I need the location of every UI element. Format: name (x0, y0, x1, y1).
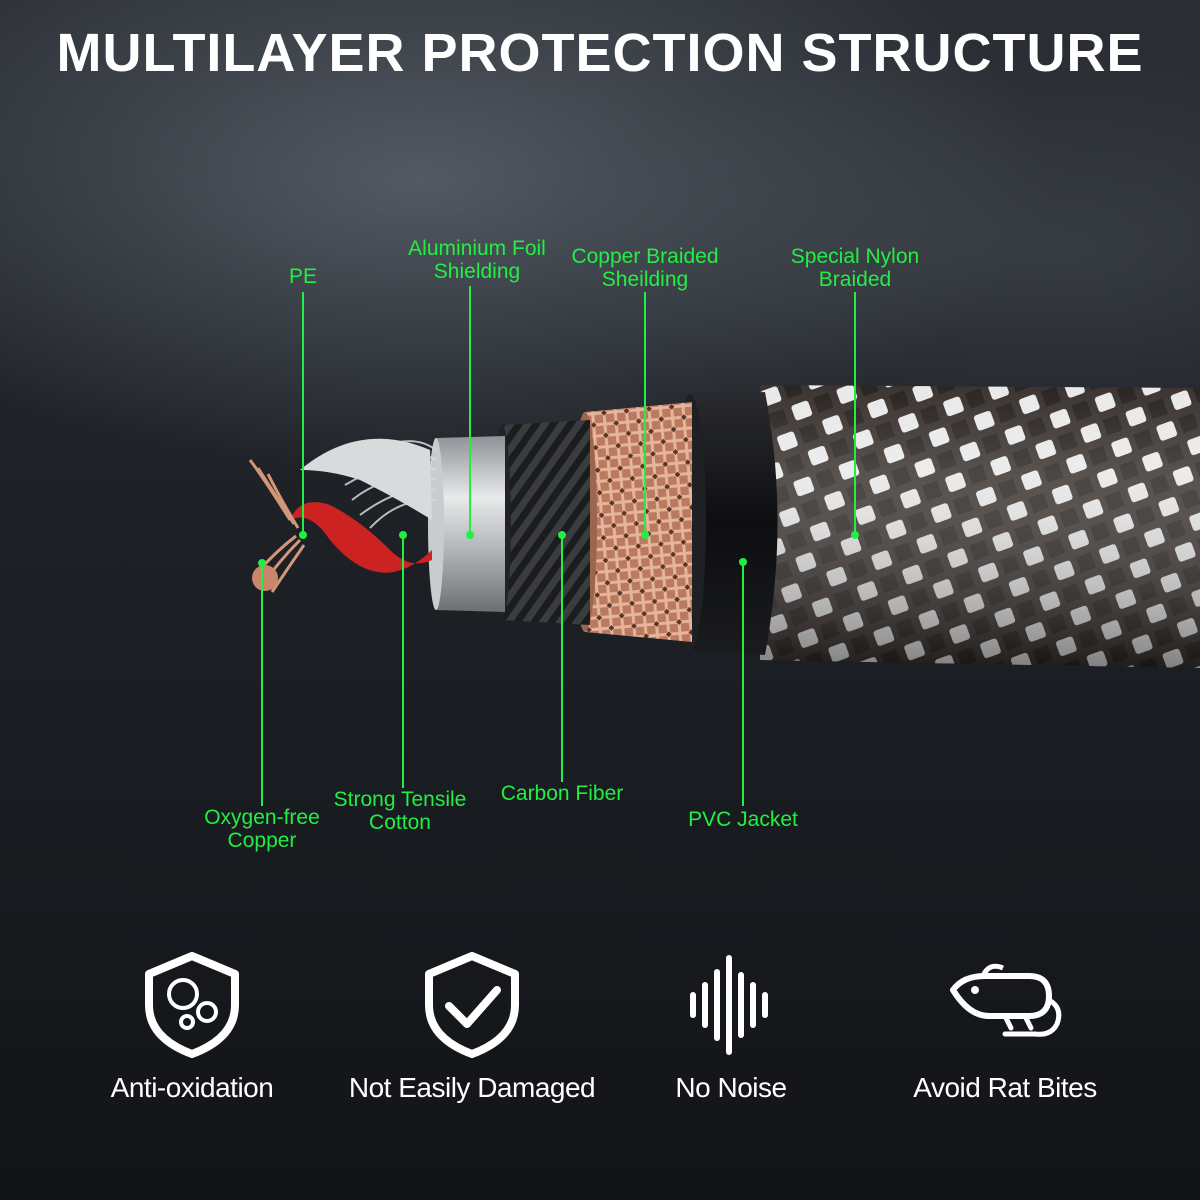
nylon-braid-layer (760, 385, 1200, 668)
feature-no-noise: No Noise (601, 950, 861, 1104)
feature-avoid-rat-bites: Avoid Rat Bites (875, 950, 1135, 1104)
copper-core-end (252, 565, 278, 591)
page-title: MULTILAYER PROTECTION STRUCTURE (56, 23, 1144, 83)
feature-not-easily-damaged: Not Easily Damaged (342, 950, 602, 1104)
shield-check-icon (425, 952, 519, 1058)
white-conductor (300, 438, 432, 520)
aluminium-foil-layer (428, 436, 505, 612)
feature-label: Not Easily Damaged (348, 1072, 596, 1103)
feature-anti-oxidation: Anti-oxidation (62, 950, 322, 1104)
rat-icon (950, 963, 1062, 1037)
sound-wave-icon (690, 955, 768, 1055)
feature-label: No Noise (675, 1072, 787, 1103)
callout-dots (258, 531, 859, 567)
feature-label: Anti-oxidation (110, 1072, 274, 1103)
callout-pvc-jacket: PVC Jacket (688, 808, 798, 831)
feature-label: Avoid Rat Bites (913, 1072, 1097, 1103)
copper-braid-layer (573, 402, 692, 642)
shield-bubbles-icon (145, 952, 239, 1058)
callout-lines (261, 286, 856, 806)
carbon-fiber-layer (493, 420, 590, 625)
callout-pe: PE (288, 265, 318, 288)
callout-carbon-fiber: Carbon Fiber (500, 782, 624, 805)
red-pe-conductor (290, 502, 432, 573)
